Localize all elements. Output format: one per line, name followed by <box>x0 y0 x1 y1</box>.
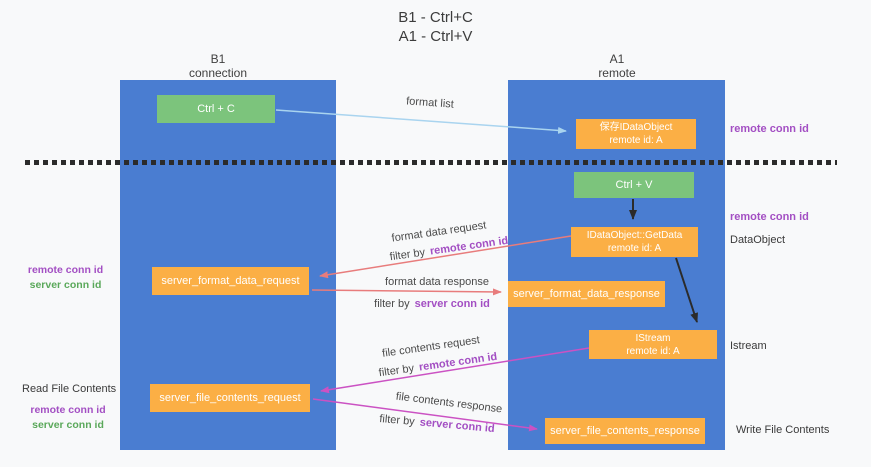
node-server-format-data-request: server_format_data_request <box>152 267 309 295</box>
lifeline-b1-name: B1 <box>210 52 226 66</box>
node-server-file-contents-request: server_file_contents_request <box>150 384 310 412</box>
label-filter-by-server-1: filter by server conn id <box>374 298 490 310</box>
node-idataobject-getdata: IDataObject::GetData remote id: A <box>571 227 698 257</box>
title-line-2: A1 - Ctrl+V <box>398 28 473 45</box>
label-remote-conn-id-top-right: remote conn id <box>730 123 809 135</box>
filter-remote-conn-id-2: remote conn id <box>418 350 498 374</box>
node-idataobject-getdata-line2: remote id: A <box>607 243 662 254</box>
label-remote-conn-id-left-bottom: remote conn id <box>30 404 106 416</box>
node-idataobject-getdata-line1: IDataObject::GetData <box>586 230 683 241</box>
node-ctrl-v: Ctrl + V <box>574 172 694 198</box>
diagram-title: B1 - Ctrl+C A1 - Ctrl+V <box>0 8 871 46</box>
node-server-format-data-response: server_format_data_response <box>508 281 665 307</box>
label-dataobject: DataObject <box>730 234 786 246</box>
node-istream-line2: remote id: A <box>626 345 680 357</box>
filter-by-text-2: filter by <box>374 298 410 310</box>
node-save-idataobject-line2: remote id: A <box>609 135 663 146</box>
label-read-file-contents: Read File Contents <box>22 383 117 395</box>
filter-server-conn-id-1: server conn id <box>414 298 490 310</box>
filter-remote-conn-id-1: remote conn id <box>429 234 509 258</box>
node-istream: IStream remote id: A <box>589 330 717 359</box>
label-server-conn-id-left-bottom: server conn id <box>32 419 104 431</box>
label-conn-ids-left-bottom: remote conn id server conn id <box>18 403 118 433</box>
filter-by-text-3: filter by <box>378 362 415 380</box>
label-istream: Istream <box>730 340 767 352</box>
lifeline-b1-role: connection <box>188 66 248 80</box>
node-save-idataobject: 保存IDataObject remote id: A <box>576 119 696 149</box>
label-filter-by-server-2: filter by server conn id <box>379 413 495 435</box>
label-write-file-contents: Write File Contents <box>736 424 830 436</box>
node-server-file-contents-response: server_file_contents_response <box>545 418 705 444</box>
lifeline-a1-name: A1 <box>609 52 625 66</box>
label-remote-conn-id-mid-right: remote conn id <box>730 211 809 223</box>
filter-server-conn-id-2: server conn id <box>419 416 496 436</box>
arrow-format-data-response <box>311 288 502 296</box>
lifeline-header-b1: B1 connection <box>138 52 298 80</box>
title-line-1: B1 - Ctrl+C <box>398 9 473 26</box>
filter-by-text-4: filter by <box>378 412 416 429</box>
label-remote-conn-id-left-top: remote conn id <box>27 264 104 276</box>
filter-by-text-1: filter by <box>389 246 426 264</box>
node-istream-line1: IStream <box>635 332 671 344</box>
lifeline-a1-role: remote <box>598 66 636 80</box>
dashed-divider <box>25 160 837 165</box>
label-format-list: format list <box>405 95 455 111</box>
lifeline-header-a1: A1 remote <box>537 52 697 80</box>
label-format-data-response: format data response <box>385 276 489 288</box>
node-save-idataobject-line1: 保存IDataObject <box>599 122 673 133</box>
node-ctrl-c: Ctrl + C <box>157 95 275 123</box>
label-server-conn-id-left-top: server conn id <box>29 279 102 291</box>
label-file-contents-response: file contents response <box>395 390 503 416</box>
label-conn-ids-left-top: remote conn id server conn id <box>18 263 113 293</box>
